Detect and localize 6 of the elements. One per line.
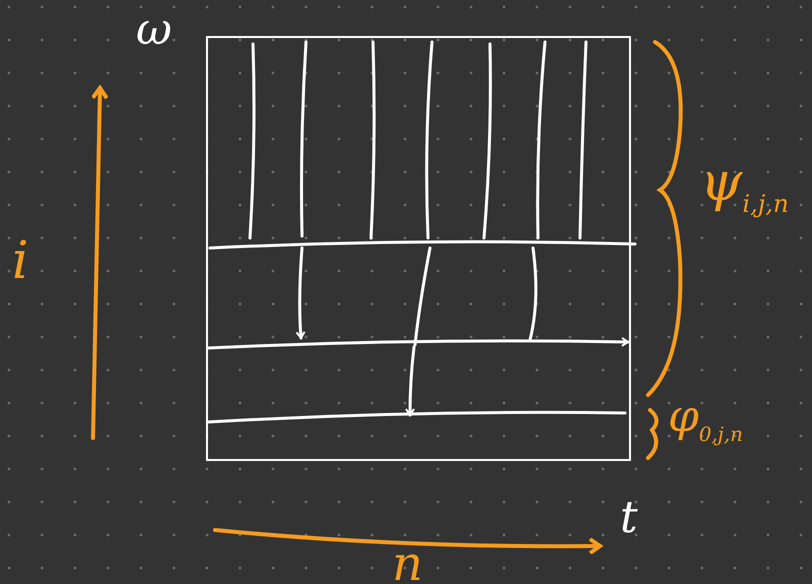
axis-label: ω [136,8,172,52]
axis-label: ψ$_{i,j,n}$ [700,155,789,216]
axis-label: i [12,235,29,287]
axis-label: t [620,496,638,540]
axis-label: n [392,540,423,584]
axis-label: φ$_{0,j,n}$ [668,395,743,445]
